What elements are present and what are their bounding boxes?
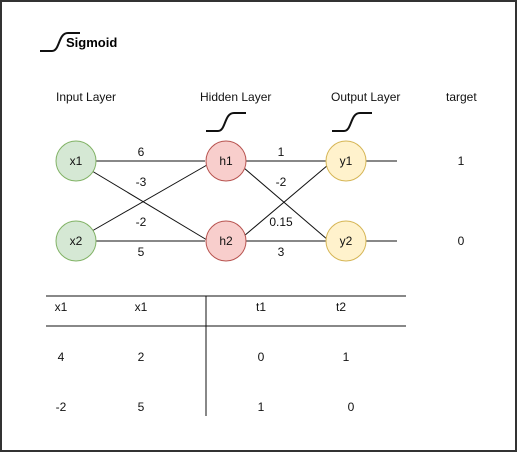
- node-x2: x2: [55, 220, 97, 262]
- table-cell: 0: [348, 400, 355, 414]
- node-y2-label: y2: [340, 234, 353, 248]
- table-cell: 2: [138, 350, 145, 364]
- target-y2: 0: [458, 234, 465, 248]
- edge-x2-h1: [91, 164, 208, 232]
- table-cell: 5: [138, 400, 145, 414]
- table-cell: -2: [56, 400, 67, 414]
- edge-h2-y1: [243, 164, 329, 237]
- weight-h2-y2: 3: [278, 245, 285, 259]
- edge-x1-h2: [91, 170, 208, 241]
- target-label: target: [446, 90, 477, 104]
- node-x1: x1: [55, 140, 97, 182]
- table-cell: 4: [58, 350, 65, 364]
- table-cell: 1: [258, 400, 265, 414]
- data-table: x1 x1 t1 t2 4 2 0 1 -2 5 1 0: [46, 295, 406, 416]
- weight-x2-h2: 5: [138, 245, 145, 259]
- node-x2-label: x2: [70, 234, 83, 248]
- node-h1: h1: [205, 140, 247, 182]
- output-layer-label: Output Layer: [331, 90, 400, 104]
- target-y1: 1: [458, 154, 465, 168]
- table-header-cell: x1: [135, 300, 148, 314]
- input-layer-label: Input Layer: [56, 90, 116, 104]
- node-y2: y2: [325, 220, 367, 262]
- weight-x2-h1: -2: [136, 215, 147, 229]
- table-cell: 1: [343, 350, 350, 364]
- hidden-layer-label: Hidden Layer: [200, 90, 271, 104]
- sigmoid-curve-icon: [40, 32, 80, 52]
- node-y1: y1: [325, 140, 367, 182]
- table-cell: 0: [258, 350, 265, 364]
- table-header-cell: t2: [336, 300, 346, 314]
- table-header-cell: t1: [256, 300, 266, 314]
- node-h2-label: h2: [219, 234, 233, 248]
- weight-h1-y1: 1: [278, 145, 285, 159]
- hidden-sigmoid-icon: [206, 112, 246, 132]
- edge-h1-y2: [243, 167, 329, 241]
- output-sigmoid-icon: [332, 112, 372, 132]
- node-x1-label: x1: [70, 154, 83, 168]
- node-y1-label: y1: [340, 154, 353, 168]
- weight-x1-h1: 6: [138, 145, 145, 159]
- weight-x1-h2: -3: [136, 175, 147, 189]
- node-h2: h2: [205, 220, 247, 262]
- diagram-title: Sigmoid: [66, 35, 117, 50]
- table-header-cell: x1: [55, 300, 68, 314]
- weight-h2-y1: 0.15: [269, 215, 293, 229]
- node-h1-label: h1: [219, 154, 233, 168]
- weight-h1-y2: -2: [276, 175, 287, 189]
